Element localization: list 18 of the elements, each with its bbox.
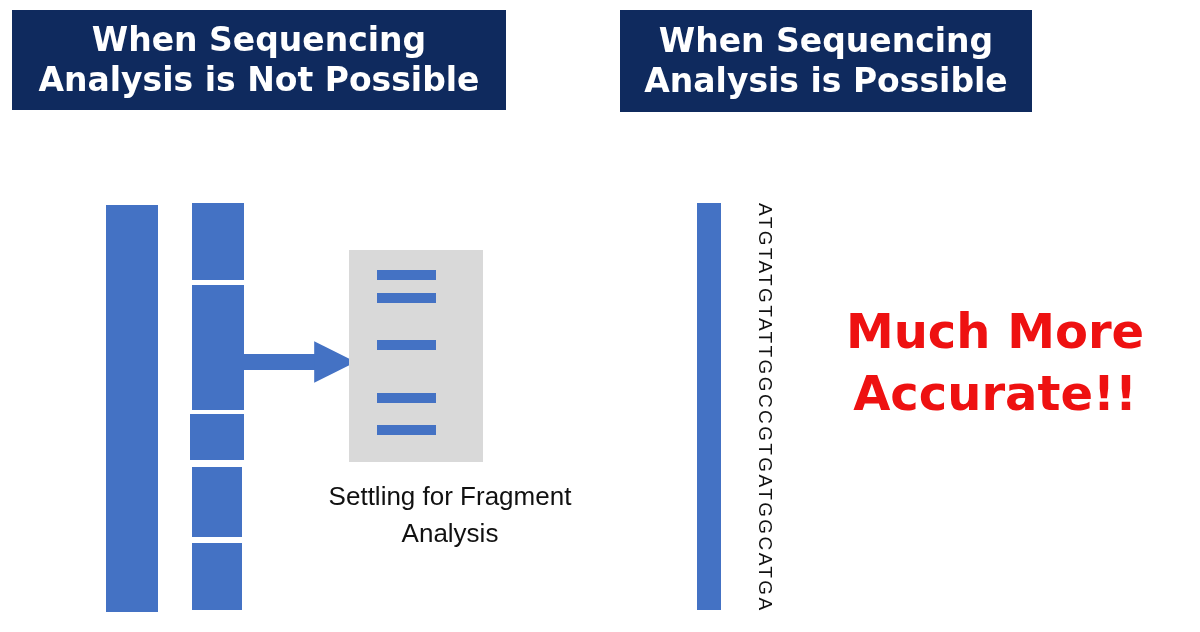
heading-banner: When Sequencing Analysis is Possible: [620, 10, 1032, 112]
gel-band: [377, 270, 436, 280]
dna-fragment-bar: [192, 203, 244, 280]
dna-fragment-bar: [192, 467, 242, 537]
heading-banner: When Sequencing Analysis is Not Possible: [12, 10, 506, 110]
gel-band: [377, 293, 436, 303]
gel-band: [377, 425, 436, 435]
gel-band: [377, 393, 436, 403]
dna-fragment-bar: [192, 285, 244, 410]
dna-strand-bar: [697, 203, 721, 610]
emphasis-text: Much More Accurate!!: [844, 302, 1146, 423]
gel-band: [377, 340, 436, 350]
caption-text: Settling for Fragment Analysis: [327, 480, 573, 550]
gel-panel: [349, 250, 483, 462]
dna-fragment-bar: [192, 543, 242, 610]
dna-strand-bar: [106, 205, 158, 612]
dna-sequence-text: ATGTATGTATTGGCCGTGATGGCATGA: [754, 203, 777, 613]
dna-fragment-bar: [190, 414, 244, 460]
